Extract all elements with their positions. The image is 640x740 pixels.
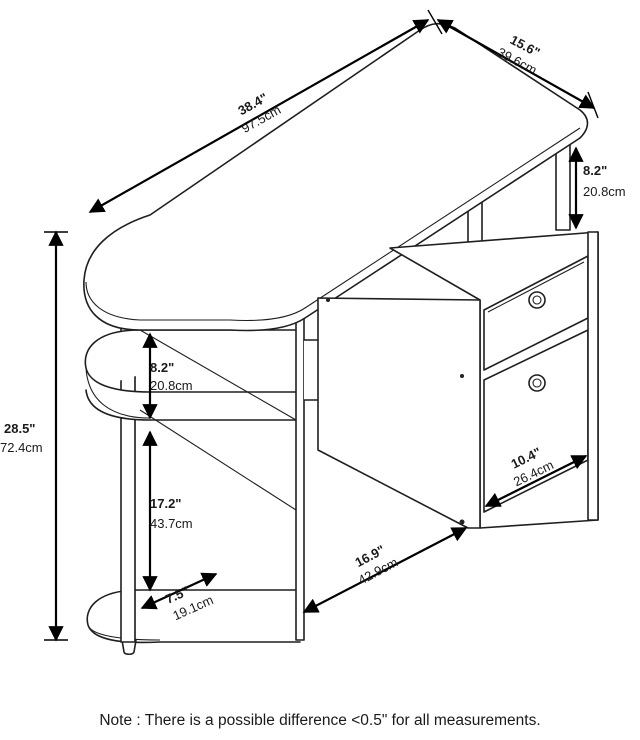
side-panel-left [295,299,305,641]
length-dimension-line [88,19,430,213]
top-shelf-gap-inch-label: 8.2" [583,163,607,178]
height-cm-label: 72.4cm [0,440,43,455]
shelf-foot [121,639,137,656]
desk-illustration [83,22,599,656]
measurement-note: Note : There is a possible difference <0… [99,712,541,729]
middle-shelf [84,329,301,421]
depth-dimension-line [436,19,596,109]
cabinet-side [317,297,481,529]
shelf-gap-cm-label: 20.8cm [150,378,193,393]
bottom-shelf [86,589,301,644]
height-inch-label: 28.5" [4,421,35,436]
knee-space-line [302,527,468,613]
lower-gap-inch-label: 17.2" [150,496,181,511]
bottom-drawer-handle-icon[interactable] [528,374,546,392]
drawer-width-line [484,455,588,507]
top-shelf-gap-cm-label: 20.8cm [583,184,626,199]
shelf-gap-inch-label: 8.2" [150,360,174,375]
top-drawer-handle-icon[interactable] [528,291,546,309]
dimension-lines [44,9,599,642]
right-post [555,144,571,231]
bottom-shelf-line [140,572,218,610]
lower-gap-cm-label: 43.7cm [150,516,193,531]
